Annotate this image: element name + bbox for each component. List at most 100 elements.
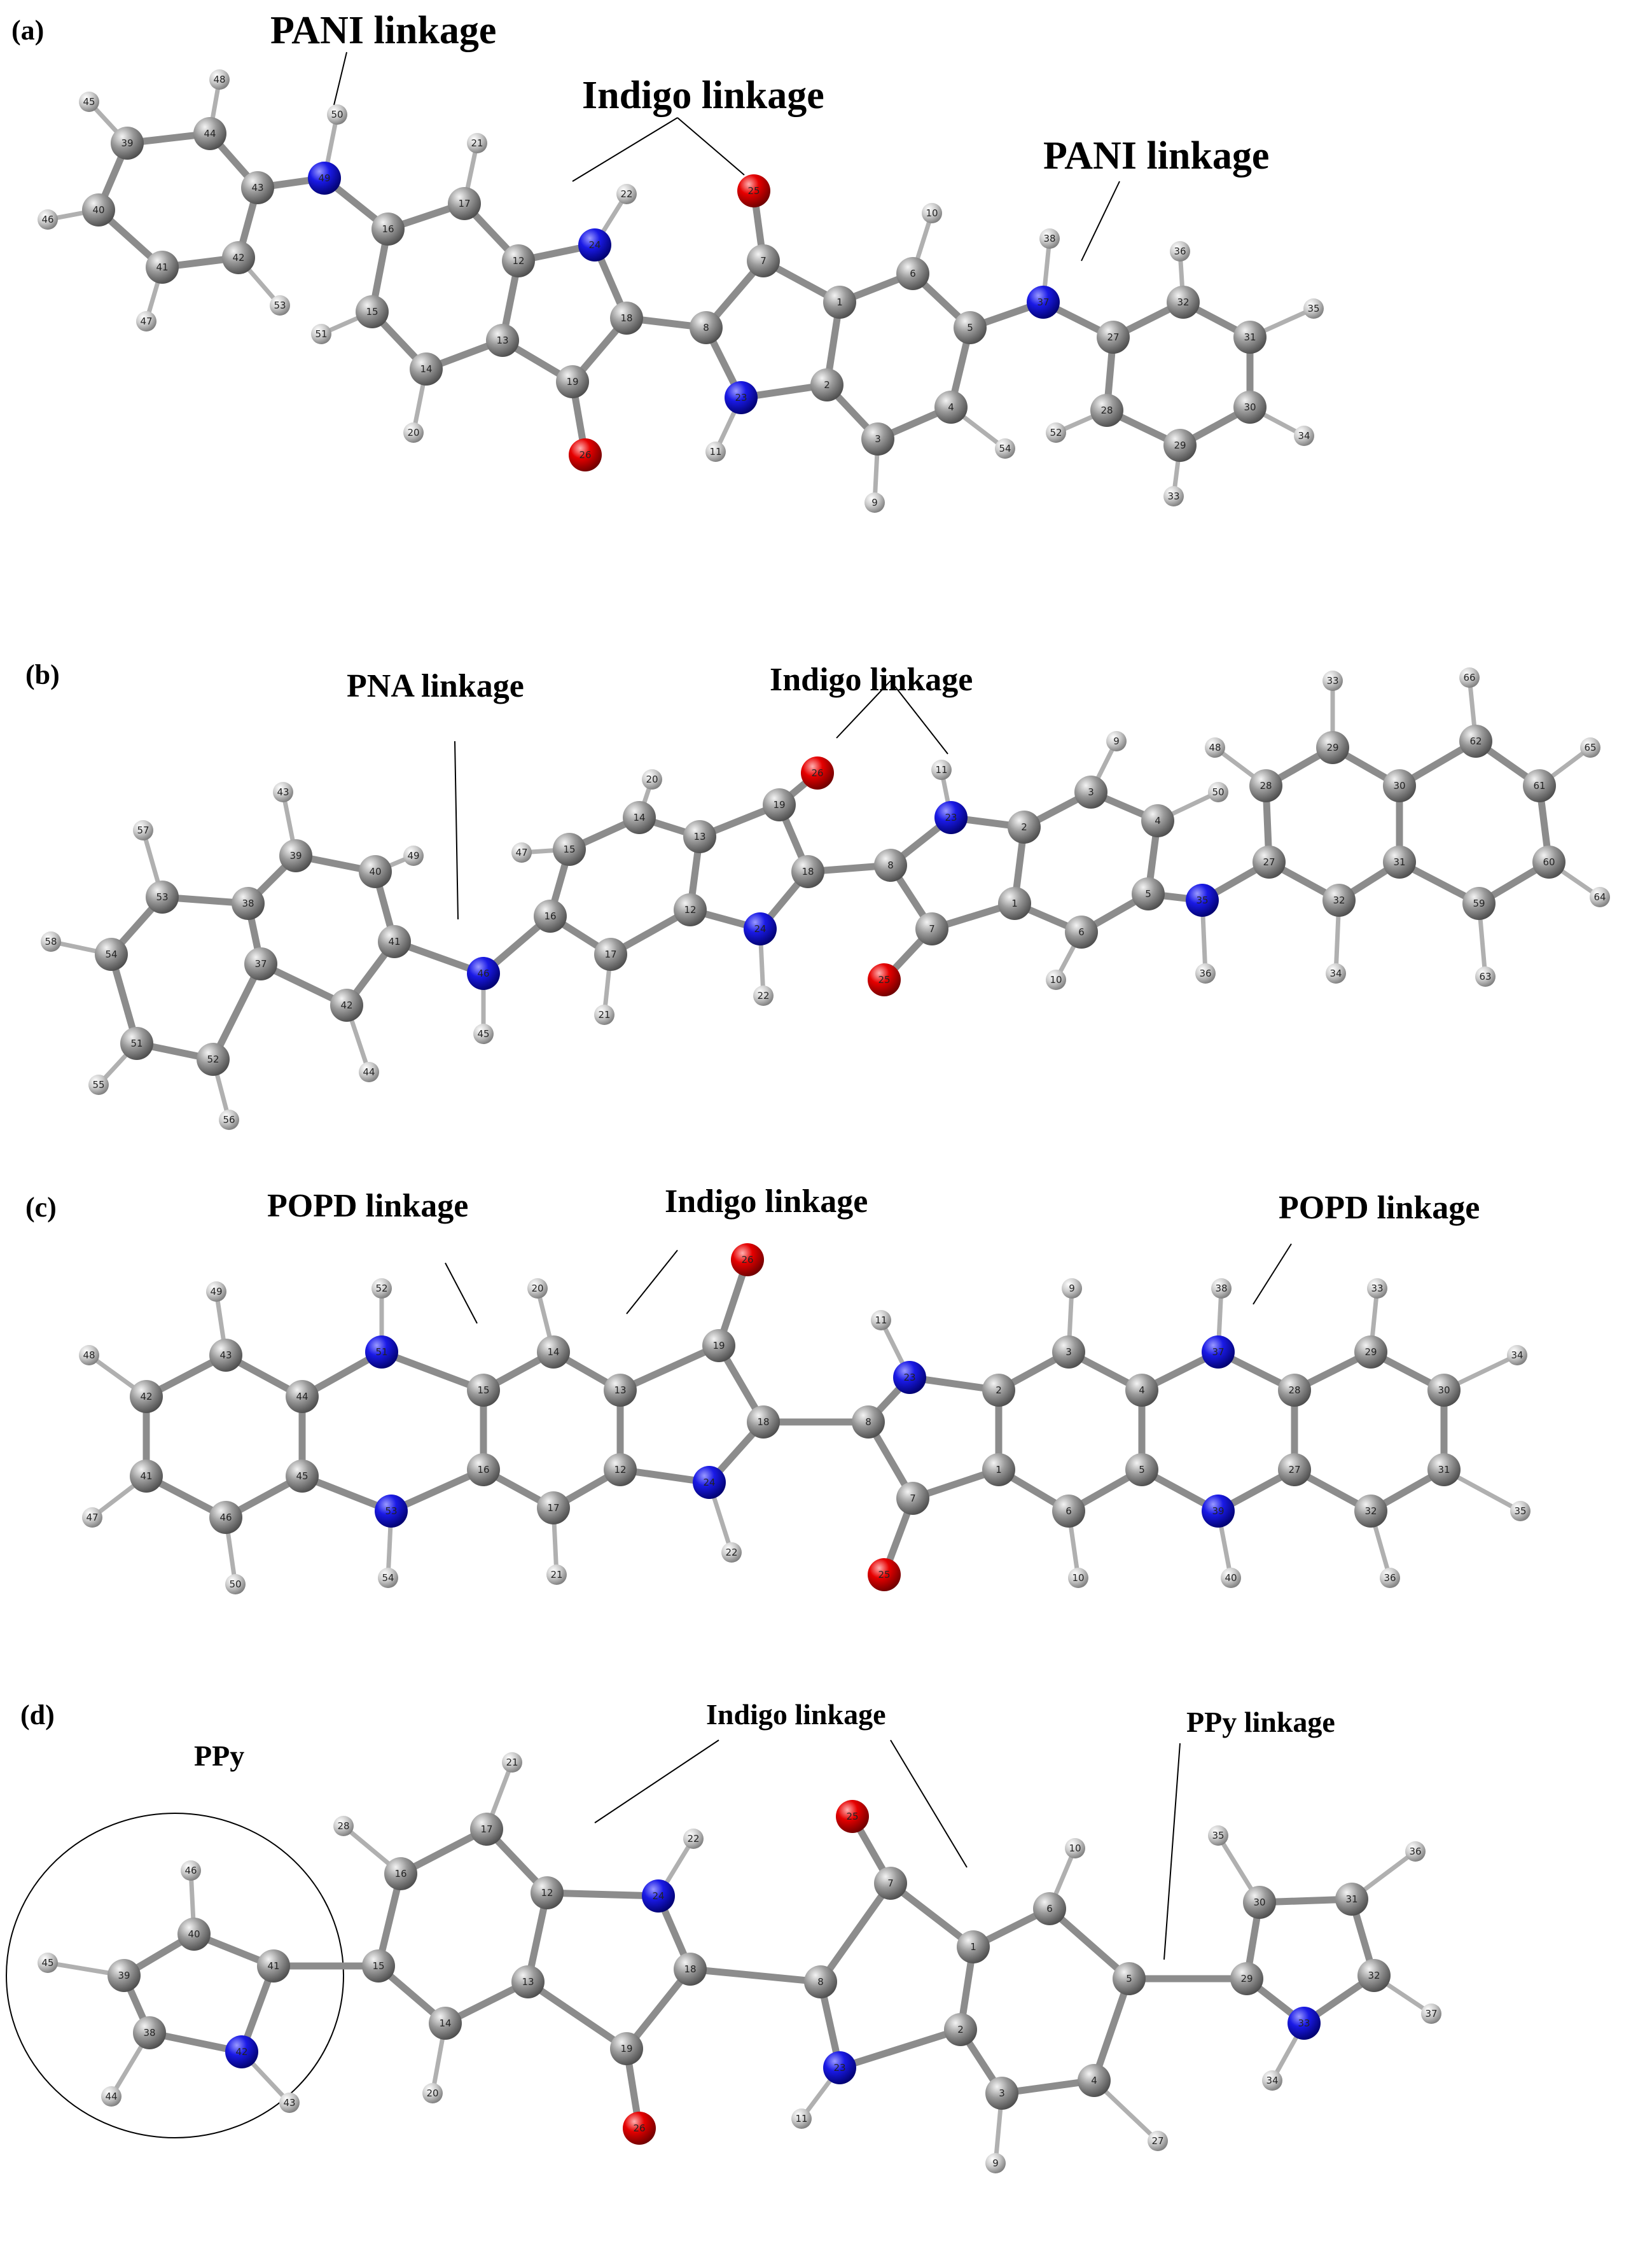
atom-sphere xyxy=(95,938,128,971)
atom-d-carbon-32: 32 xyxy=(1357,1959,1391,1992)
atom-sphere xyxy=(896,1482,929,1515)
atom-number-label: 32 xyxy=(1368,1970,1380,1981)
atom-b-hydrogen-57: 57 xyxy=(133,820,153,840)
atom-sphere xyxy=(130,1460,163,1493)
atom-b-carbon-37: 37 xyxy=(244,947,277,980)
atom-sphere xyxy=(690,311,723,344)
atom-sphere xyxy=(1148,2131,1168,2151)
atom-c-hydrogen-40: 40 xyxy=(1221,1568,1241,1588)
bond-b-52-37 xyxy=(209,960,265,1063)
atom-sphere xyxy=(1008,811,1041,844)
atom-sphere xyxy=(1065,916,1098,949)
atom-d-hydrogen-22: 22 xyxy=(683,1829,704,1849)
atom-sphere xyxy=(801,756,834,790)
bond-d-13-19 xyxy=(524,1978,630,2052)
atom-number-label: 14 xyxy=(547,1346,559,1358)
atom-number-label: 54 xyxy=(999,443,1011,454)
atom-d-carbon-5: 5 xyxy=(1113,1962,1146,1995)
atom-sphere xyxy=(944,2013,977,2046)
atom-sphere xyxy=(702,1329,735,1362)
atom-number-label: 21 xyxy=(550,1569,562,1580)
atom-c-hydrogen-9: 9 xyxy=(1062,1278,1082,1299)
atom-c-carbon-16: 16 xyxy=(467,1453,500,1486)
atom-sphere xyxy=(82,193,115,226)
atom-sphere xyxy=(1243,1886,1276,1919)
atom-number-label: 23 xyxy=(903,1372,915,1383)
atom-a-hydrogen-35: 35 xyxy=(1303,298,1324,319)
atom-number-label: 11 xyxy=(935,764,947,776)
atom-sphere xyxy=(1383,846,1416,879)
atom-b-carbon-13: 13 xyxy=(683,820,716,853)
atom-a-hydrogen-50: 50 xyxy=(327,104,347,125)
atom-number-label: 13 xyxy=(522,1976,534,1988)
leader-b-indigo-2 xyxy=(890,680,948,755)
atom-number-label: 40 xyxy=(369,866,381,877)
atom-b-carbon-59: 59 xyxy=(1462,887,1496,920)
atom-a-carbon-4: 4 xyxy=(934,391,968,424)
atom-number-label: 46 xyxy=(41,214,53,225)
atom-a-carbon-42: 42 xyxy=(222,241,255,274)
atom-d-carbon-6: 6 xyxy=(1033,1892,1066,1925)
atom-sphere xyxy=(1125,1453,1158,1486)
atom-b-carbon-54: 54 xyxy=(95,938,128,971)
atom-sphere xyxy=(616,184,637,204)
atom-b-carbon-60: 60 xyxy=(1532,846,1565,879)
atom-sphere xyxy=(1106,731,1127,751)
atom-b-carbon-1: 1 xyxy=(998,887,1031,920)
atom-sphere xyxy=(486,324,519,357)
atom-number-label: 37 xyxy=(254,958,267,970)
atom-c-hydrogen-22: 22 xyxy=(721,1542,742,1563)
atom-number-label: 53 xyxy=(385,1505,397,1517)
atom-sphere xyxy=(1427,1374,1461,1407)
atom-b-carbon-16: 16 xyxy=(534,900,567,933)
atom-sphere xyxy=(88,1075,109,1095)
atom-sphere xyxy=(1249,769,1282,802)
atom-b-carbon-8: 8 xyxy=(874,849,907,882)
atom-number-label: 39 xyxy=(121,137,133,149)
atom-sphere xyxy=(1354,1335,1387,1369)
atom-number-label: 24 xyxy=(652,1890,664,1902)
atom-number-label: 40 xyxy=(92,204,104,216)
atom-c-carbon-31: 31 xyxy=(1427,1453,1461,1486)
atom-c-hydrogen-20: 20 xyxy=(527,1278,548,1299)
atom-number-label: 19 xyxy=(620,2043,632,2054)
atom-number-label: 28 xyxy=(337,1820,349,1832)
atom-sphere xyxy=(511,1965,545,1998)
atom-sphere xyxy=(359,1062,379,1082)
atom-sphere xyxy=(594,1005,614,1025)
atom-a-carbon-32: 32 xyxy=(1167,286,1200,319)
atom-a-carbon-43: 43 xyxy=(241,171,274,204)
atom-sphere xyxy=(1039,228,1060,249)
atom-b-carbon-5: 5 xyxy=(1132,877,1165,910)
atom-d-hydrogen-43: 43 xyxy=(279,2093,300,2113)
atom-c-carbon-32: 32 xyxy=(1354,1495,1387,1528)
atom-sphere xyxy=(1294,426,1314,446)
atom-c-carbon-8: 8 xyxy=(852,1405,885,1439)
atom-a-carbon-1: 1 xyxy=(823,286,856,319)
panel-letter-a: (a) xyxy=(11,15,44,46)
atom-c-hydrogen-54: 54 xyxy=(378,1568,398,1588)
atom-number-label: 34 xyxy=(1329,968,1342,979)
label-a-pani-right: PANI linkage xyxy=(1043,134,1269,178)
atom-number-label: 27 xyxy=(1107,331,1119,343)
atom-sphere xyxy=(82,1507,102,1528)
atom-sphere xyxy=(534,900,567,933)
atom-d-carbon-38: 38 xyxy=(133,2016,166,2049)
atom-b-carbon-6: 6 xyxy=(1065,916,1098,949)
atom-number-label: 32 xyxy=(1364,1505,1377,1517)
atom-sphere xyxy=(594,938,627,971)
atom-sphere xyxy=(101,2086,121,2107)
atom-sphere xyxy=(197,1043,230,1076)
leader-d-indigo-2 xyxy=(890,1739,968,1868)
atom-number-label: 38 xyxy=(1215,1283,1227,1294)
atom-number-label: 25 xyxy=(747,185,760,197)
atom-number-label: 32 xyxy=(1333,895,1345,906)
atom-number-label: 6 xyxy=(1078,926,1085,938)
atom-sphere xyxy=(429,2007,462,2040)
atom-sphere xyxy=(1233,391,1267,424)
atom-c-hydrogen-47: 47 xyxy=(82,1507,102,1528)
atom-b-hydrogen-10: 10 xyxy=(1046,970,1066,990)
atom-sphere xyxy=(286,1380,319,1413)
atom-c-hydrogen-48: 48 xyxy=(79,1345,99,1365)
atom-b-hydrogen-64: 64 xyxy=(1590,887,1610,907)
